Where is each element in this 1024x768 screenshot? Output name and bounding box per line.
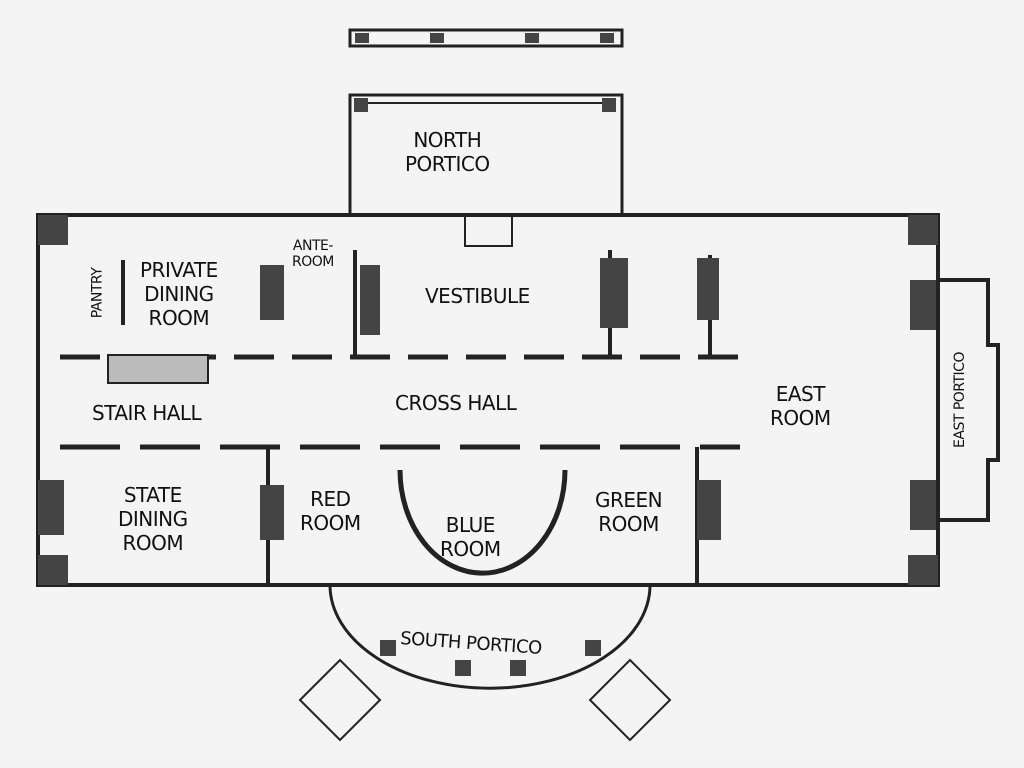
label-stair-hall: STAIR HALL (92, 401, 202, 425)
north-colonnade (348, 28, 624, 48)
label-east-room: EAST ROOM (770, 382, 831, 430)
east-portico-outline (938, 278, 1000, 522)
label-state-dining-room: STATE DINING ROOM (118, 483, 188, 555)
label-pantry: PANTRY (89, 267, 106, 319)
label-north-portico: NORTH PORTICO (405, 128, 490, 176)
wall-pilasters (38, 33, 938, 676)
label-east-portico: EAST PORTICO (951, 352, 968, 448)
label-private-dining-room: PRIVATE DINING ROOM (140, 258, 218, 330)
label-blue-room: BLUE ROOM (440, 513, 501, 561)
label-red-room: RED ROOM (300, 487, 361, 535)
main-building-outline (36, 213, 940, 587)
label-green-room: GREEN ROOM (595, 488, 663, 536)
label-ante-room: ANTE- ROOM (292, 238, 334, 270)
label-vestibule: VESTIBULE (425, 284, 530, 308)
label-cross-hall: CROSS HALL (395, 391, 517, 415)
